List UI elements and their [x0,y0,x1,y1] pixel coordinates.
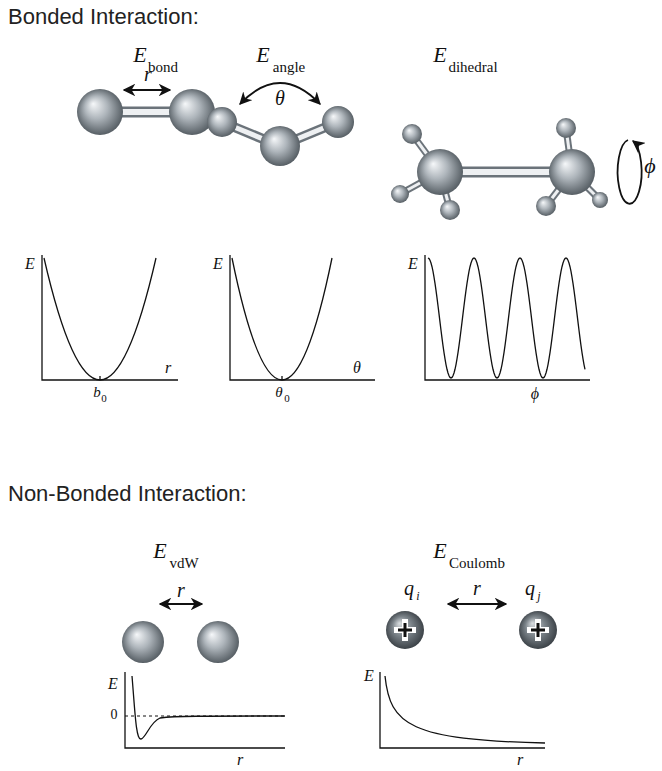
coulomb-energy-plot [380,672,545,748]
section-heading: Non-Bonded Interaction: [8,483,247,505]
energy-subscript: Coulomb [449,556,505,571]
bond-energy-plot [42,255,178,380]
angle-energy-plot-part [281,376,282,380]
charged-spheres-part-part [404,623,407,637]
section-heading: Bonded Interaction: [8,6,199,28]
vdw-spheres-part [197,621,239,663]
energy-symbol: E [153,540,166,562]
angle-energy-plot-part [232,258,332,380]
dihedral-molecule-part [400,128,600,210]
axis-label: r [165,360,171,376]
vdw-energy-plot-part [132,676,285,739]
energy-symbol: E [433,44,446,66]
bond-energy-plot-part [44,258,156,380]
distance-symbol: r [473,578,481,598]
energy-symbol: E [133,44,146,66]
vdw-spheres [122,604,239,663]
dihedral-energy-plot-part [425,255,590,380]
dihedral-molecule-part [400,128,600,210]
charged-spheres-part [448,603,506,605]
axis-label: E [25,256,35,272]
dihedral-molecule-part [536,196,556,216]
energy-subscript: angle [273,60,305,75]
angle-molecule-part [260,126,300,166]
dihedral-molecule-part [556,118,576,138]
coulomb-energy-plot-part [385,676,545,743]
dihedral-curve [428,258,585,378]
bond-energy-plot-part [42,255,178,380]
angle-energy-plot-part [230,255,375,380]
equilibrium-label: θ [275,385,282,400]
angle-symbol: θ [275,88,285,108]
zero-label: 0 [111,708,118,722]
dihedral-molecule-part [549,149,595,195]
charged-spheres-part [519,611,557,649]
distance-symbol: r [144,64,152,84]
energy-symbol: E [433,540,446,562]
vdw-spheres-part [122,621,164,663]
vdw-energy-plot [125,672,285,748]
axis-label: r [517,752,523,768]
bond-molecule-part [169,89,215,135]
charged-spheres-part [397,622,546,638]
dihedral-molecule-part [402,124,422,144]
dihedral-molecule-part [592,192,608,208]
coulomb-energy-plot-part [380,672,545,748]
angle-molecule-part [322,106,354,138]
rotation-symbol-part [618,140,642,204]
energy-subscript: vdW [169,556,198,571]
vdw-energy-plot-part [125,672,285,748]
bond-molecule-part [77,89,123,135]
angle-molecule [207,83,354,166]
charged-spheres-part [386,611,424,649]
charge-subscript: j [537,590,540,602]
axis-label: E [108,676,118,692]
equilibrium-subscript: 0 [284,393,290,404]
axis-label: E [213,256,223,272]
axis-label: E [408,256,418,272]
dihedral-molecule-part [417,149,463,195]
energy-subscript: bond [148,60,178,75]
dihedral-energy-plot [425,255,590,380]
bond-molecule [77,89,215,135]
axis-label: E [364,668,374,684]
axis-label: r [237,752,243,768]
dihedral-molecule-part [391,185,409,203]
angle-energy-plot [230,255,375,380]
bond-molecule-part [124,89,170,91]
dihedral-molecule [391,118,608,220]
charged-spheres-part-part [537,623,540,637]
energy-symbol: E [256,44,269,66]
axis-label: θ [353,360,361,376]
vdw-spheres-part [160,603,202,605]
charge-symbol: q [525,578,535,598]
charged-spheres [386,604,557,649]
equilibrium-label: b [93,385,101,400]
charged-spheres-part [398,623,545,637]
axis-label: ϕ [531,386,539,402]
charge-subscript: i [416,590,419,602]
energy-subscript: dihedral [448,60,497,75]
bond-energy-plot-part [99,376,100,380]
dihedral-symbol: ϕ [644,155,655,177]
equilibrium-subscript: 0 [101,393,107,404]
charge-symbol: q [404,578,414,598]
distance-symbol: r [177,580,185,600]
dihedral-molecule-part [440,200,460,220]
rotation-symbol [618,140,642,204]
angle-molecule-part [207,107,237,137]
